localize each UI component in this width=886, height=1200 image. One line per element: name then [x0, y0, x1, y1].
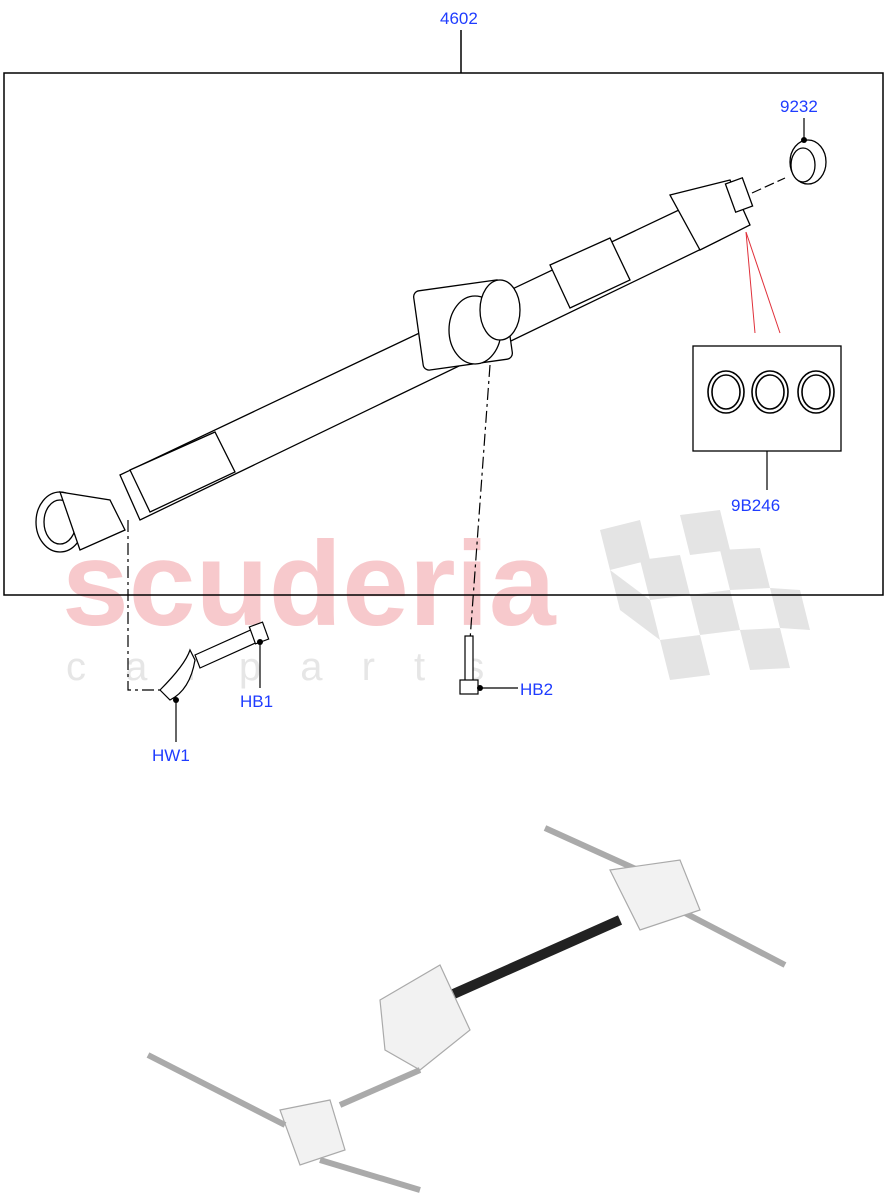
drivetrain-location-overview: [146, 825, 787, 1193]
snap-ring-part: [789, 139, 827, 185]
seal-rings: [707, 370, 835, 414]
label-HB2[interactable]: HB2: [520, 680, 553, 699]
bolt-hb1: [194, 621, 270, 669]
watermark-sub: c a r p a r t s: [66, 645, 498, 689]
label-HB1[interactable]: HB1: [240, 692, 273, 711]
propeller-shaft: [35, 176, 754, 553]
label-4602[interactable]: 4602: [440, 9, 478, 28]
checkered-flag-watermark: [600, 510, 810, 680]
assembly-frame: [3, 72, 884, 596]
label-9232[interactable]: 9232: [780, 97, 818, 116]
label-9B246[interactable]: 9B246: [731, 496, 780, 515]
watermark-brand: scuderia: [62, 517, 557, 651]
watermark: scuderia c a r p a r t s: [62, 510, 810, 689]
seal-kit-box: [692, 345, 842, 452]
label-HW1[interactable]: HW1: [152, 746, 190, 765]
washer-hw1: [159, 648, 196, 701]
